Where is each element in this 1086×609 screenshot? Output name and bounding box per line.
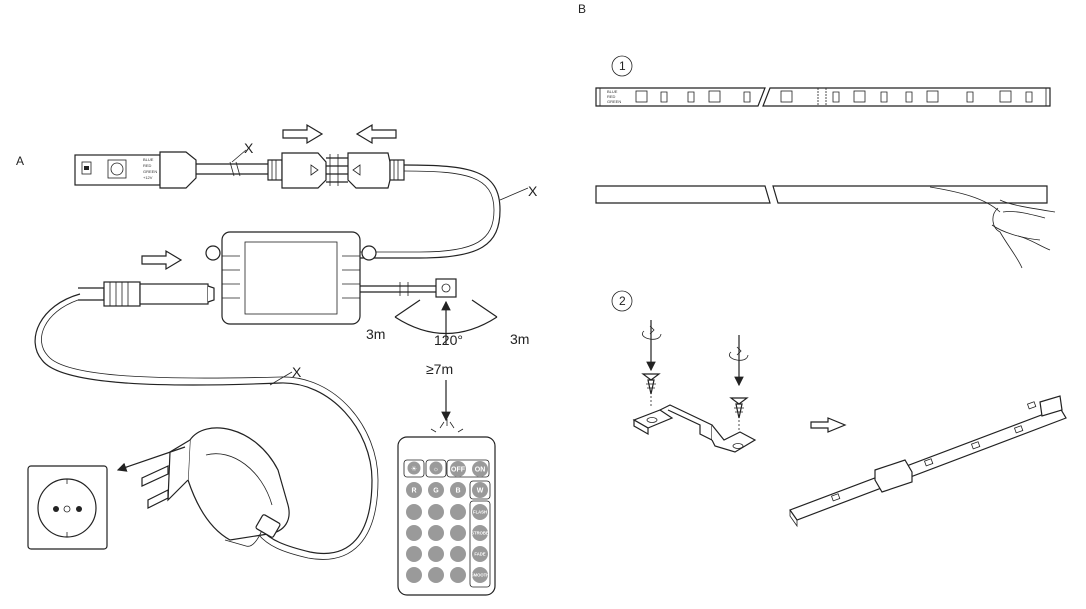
range-right-label: 3m [510,331,529,347]
color-button[interactable] [450,546,466,562]
color-button[interactable] [428,525,444,541]
strip-tag: GREEN [607,99,621,104]
blue-label: B [455,488,460,495]
red-button[interactable] [406,482,422,498]
rotation-icon [728,346,749,361]
angle-label: 120° [434,332,463,348]
brightness-up-button[interactable] [407,461,421,475]
step-1-number: 1 [619,59,626,73]
color-button[interactable] [406,567,422,583]
strip-connector-cable [159,151,283,189]
push-left-arrow [355,123,397,145]
cable-label-x: X [244,140,254,156]
strobe-button[interactable] [472,525,488,541]
brightness-down-icon: ☼ [433,466,439,473]
cable-label-x: X [528,183,538,199]
distance-label: ≥7m [426,361,453,377]
cable-label-x: X [292,364,302,380]
strip-tag: +12V [143,175,153,180]
mounting-clip [632,404,757,453]
plug-connector-male [281,152,348,189]
color-button[interactable] [450,504,466,520]
wall-socket [27,465,108,550]
on-button[interactable] [472,461,488,477]
white-button[interactable] [472,482,488,498]
color-button-grid [406,504,466,583]
red-label: R [411,488,416,495]
remote-control: ☀ ☼ OFF ON R G B W [397,419,496,596]
led-strip-segment: BLUE RED GREEN [595,87,1051,107]
green-label: G [433,488,439,495]
controller-cable [360,164,501,259]
color-button[interactable] [450,525,466,541]
screw [729,397,749,430]
fade-label: FADE [474,552,485,557]
smooth-label: SMOOTH [471,573,489,578]
step-2-marker [611,290,633,312]
strip-tag: RED [607,94,616,99]
off-label: OFF [451,467,466,474]
next-step-arrow [810,417,847,433]
white-label: W [477,488,484,495]
color-button[interactable] [450,567,466,583]
range-left-label: 3m [366,326,385,342]
fade-button[interactable] [472,546,488,562]
dc-jack-plug [78,281,215,307]
screw [641,373,661,406]
push-right-arrow [282,123,324,145]
strip-tag: GREEN [143,169,157,174]
off-button[interactable] [450,461,466,477]
flash-label: FLASH [473,510,487,515]
power-in-arrow [141,249,183,271]
color-button[interactable] [406,546,422,562]
power-adapter [141,427,290,547]
section-label-a: A [16,154,24,168]
blue-button[interactable] [450,482,466,498]
strip-tag: BLUE [143,157,154,162]
color-button[interactable] [428,504,444,520]
plug-in-arrow [116,446,186,472]
flash-button[interactable] [472,504,488,520]
plug-connector-female [347,152,405,189]
color-button[interactable] [406,504,422,520]
strip-tag: BLUE [607,89,618,94]
color-button[interactable] [428,546,444,562]
smooth-button[interactable] [472,567,488,583]
step-2-number: 2 [619,294,626,308]
color-button[interactable] [406,525,422,541]
step-1-marker [611,55,633,77]
color-button[interactable] [428,567,444,583]
on-label: ON [475,467,486,474]
section-label-b: B [578,2,586,16]
ir-receiver [360,278,457,298]
adhesive-backing-peel [595,185,1056,269]
mounted-led-strip [789,395,1067,528]
strip-tag: RED [143,163,152,168]
power-cable [34,293,373,554]
rgb-controller [205,231,377,325]
brightness-up-icon: ☀ [411,465,417,473]
rotation-icon [641,325,662,340]
led-strip-end: BLUE RED GREEN +12V [74,154,161,186]
brightness-down-button[interactable] [429,461,443,475]
green-button[interactable] [428,482,444,498]
strobe-label: STROBE [471,531,489,536]
